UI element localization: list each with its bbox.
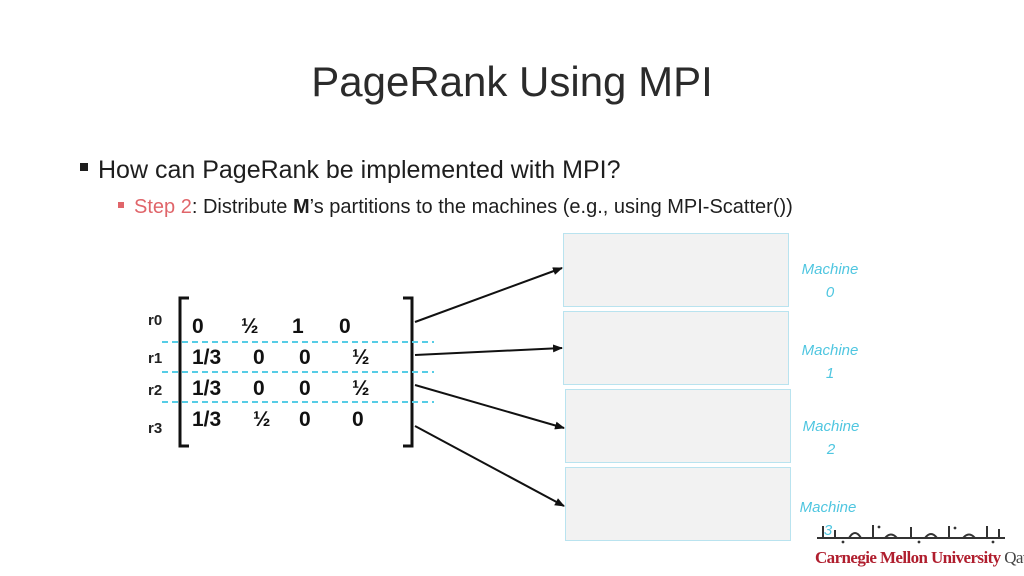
arabic-logotype [817, 525, 1005, 544]
matrix-cell-1-1: 0 [253, 346, 265, 369]
arrow-icon [414, 384, 565, 430]
matrix-cell-2-1: 0 [253, 377, 265, 400]
arrow-icon [414, 267, 563, 323]
matrix-cell-2-0: 1/3 [192, 377, 222, 400]
cmu-qatar-logo: Carnegie Mellon University Qatar [815, 522, 1024, 572]
square-bullet-icon [118, 201, 124, 208]
matrix-cell-3-2: 0 [299, 408, 311, 431]
arrow-icon [414, 344, 563, 356]
machine-label-2-word: Machine [802, 418, 860, 435]
square-bullet-icon [80, 163, 88, 172]
machine-label-0-num: 0 [825, 284, 835, 301]
matrix-cell-3-3: 0 [352, 408, 364, 431]
matrix-cell-1-2: 0 [299, 346, 311, 369]
matrix-cell-0-3: 0 [339, 315, 351, 338]
bullet-level2: Step 2: Distribute M’s partitions to the… [118, 196, 793, 219]
machine-label-2: Machine 2 [791, 415, 871, 461]
matrix-cell-0-1: ½ [241, 315, 259, 338]
machine-box-0 [563, 233, 789, 307]
logo-qatar-name: Qatar [1004, 548, 1024, 567]
matrix-name: M [292, 196, 310, 218]
bullet-level1: How can PageRank be implemented with MPI… [80, 156, 621, 185]
matrix-cell-1-0: 1/3 [192, 346, 222, 369]
machine-box-2 [565, 389, 791, 463]
left-bracket-icon [178, 296, 189, 448]
machine-label-1-word: Machine [801, 342, 859, 359]
matrix-cell-2-2: 0 [299, 377, 311, 400]
bullet-level1-text: How can PageRank be implemented with MPI… [98, 156, 621, 184]
matrix-cell-3-1: ½ [253, 408, 271, 431]
matrix-cell-3-0: 1/3 [192, 408, 222, 431]
machine-label-0: Machine 0 [790, 258, 870, 304]
machine-box-1 [563, 311, 789, 385]
row-label-r3: r3 [148, 420, 163, 437]
machine-label-3-num: 3 [823, 522, 833, 539]
arrow-icon [414, 425, 565, 507]
row-label-r2: r2 [148, 382, 163, 399]
machine-label-1-num: 1 [825, 365, 835, 382]
row-label-r1: r1 [148, 350, 163, 367]
machine-label-1: Machine 1 [790, 339, 870, 385]
machine-box-3 [565, 467, 791, 541]
bullet-level2-post: ’s partitions to the machines (e.g., usi… [309, 196, 793, 218]
matrix-cell-1-3: ½ [352, 346, 370, 369]
row-label-r0: r0 [148, 312, 163, 329]
matrix-cell-0-2: 1 [292, 315, 304, 338]
logo-cmu-name: Carnegie Mellon University [815, 548, 1001, 567]
slide-title: PageRank Using MPI [311, 58, 713, 105]
machine-label-3-word: Machine [799, 499, 857, 516]
bullet-level2-pre: : Distribute [191, 196, 293, 218]
machine-label-3: Machine 3 [788, 496, 868, 542]
machine-label-0-word: Machine [801, 261, 859, 278]
step-label: Step 2 [134, 196, 192, 218]
machine-label-2-num: 2 [826, 441, 836, 458]
matrix-cell-0-0: 0 [192, 315, 204, 338]
matrix-cell-2-3: ½ [352, 377, 370, 400]
logo-english-text: Carnegie Mellon University Qatar [815, 548, 1024, 568]
